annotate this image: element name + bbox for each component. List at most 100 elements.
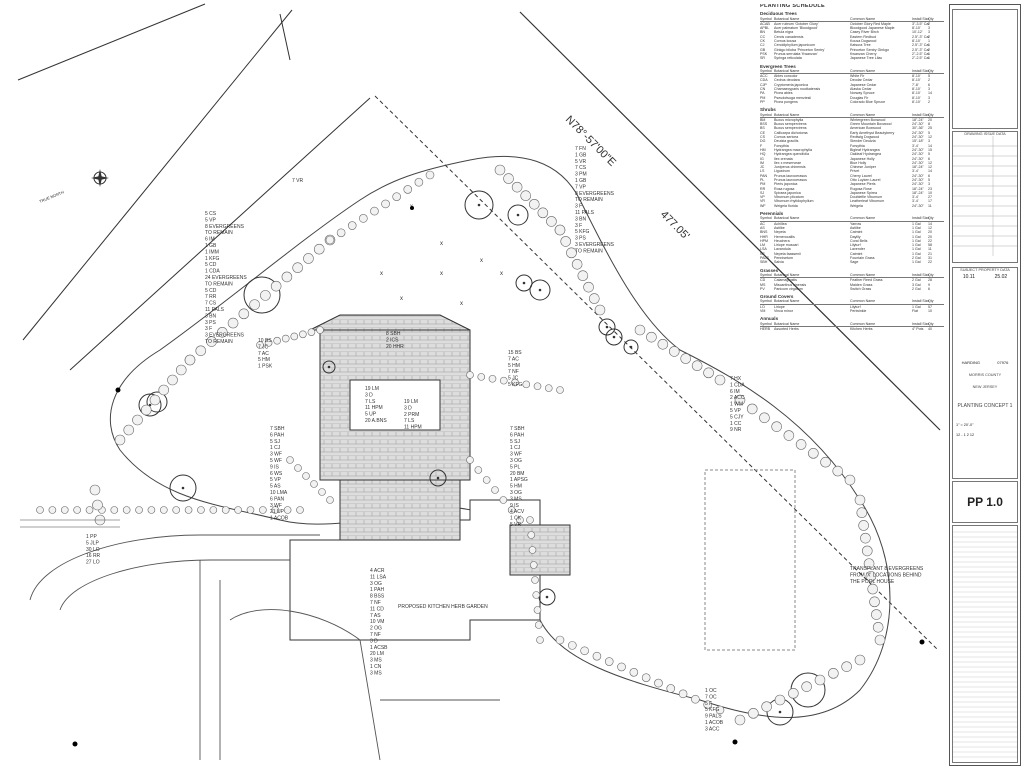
schedule-cell: 3'-4' bbox=[912, 195, 919, 200]
plant-callout: 1 APSG bbox=[510, 477, 528, 483]
plant-callout: 11 LSA bbox=[370, 574, 387, 580]
shrub-symbol bbox=[594, 304, 606, 316]
schedule-header-cell: Qty bbox=[928, 16, 934, 21]
schedule-cell: 14 bbox=[928, 169, 932, 174]
schedule-cell: Kousa Dogwood bbox=[850, 39, 877, 44]
plant-callout: 7 NF bbox=[370, 632, 381, 638]
schedule-cell: HQ bbox=[760, 152, 766, 157]
schedule-cell: PSK bbox=[760, 51, 768, 56]
plant-callout: 5 AS bbox=[270, 484, 281, 490]
schedule-section-title: Grasses bbox=[760, 267, 779, 273]
shrub-symbol bbox=[85, 506, 94, 514]
schedule-cell: Cornus sericea bbox=[774, 135, 799, 140]
sheet-number: PP 1.0 bbox=[967, 495, 1003, 509]
shrub-symbol bbox=[36, 506, 44, 514]
schedule-cell: 23 bbox=[928, 186, 932, 191]
schedule-cell: Cedrus deodara bbox=[774, 78, 800, 83]
schedule-cell: PL bbox=[760, 177, 765, 182]
schedule-cell: 5 bbox=[928, 130, 930, 135]
schedule-cell: Yarrow bbox=[850, 221, 862, 226]
schedule-cell: Acer palmatum 'Bloodgood' bbox=[774, 26, 818, 31]
plant-callout: 9 NR bbox=[730, 427, 742, 433]
shrub-symbol bbox=[617, 662, 626, 672]
schedule-header-cell: Botanical Name bbox=[774, 16, 800, 21]
schedule-cell: 12 bbox=[928, 165, 932, 170]
plant-callout: 1 CK bbox=[510, 516, 522, 522]
block-number: 10.11 bbox=[962, 274, 975, 280]
schedule-cell: 3'-4' bbox=[912, 169, 919, 174]
schedule-cell: Doublefile Viburnum bbox=[850, 195, 883, 200]
shrub-symbol bbox=[283, 506, 292, 514]
plant-callout: 2 ICS bbox=[386, 337, 399, 343]
schedule-header-cell: Symbol bbox=[760, 68, 772, 73]
schedule-cell: Wintergreen Boxwood bbox=[850, 117, 886, 122]
plant-callout: 6 IM bbox=[730, 389, 740, 395]
tree-symbol bbox=[138, 393, 162, 417]
schedule-cell: HERB bbox=[760, 326, 770, 331]
schedule-cell: Weigela bbox=[850, 203, 863, 208]
plant-callout: 5 VR bbox=[575, 159, 587, 165]
svg-text:x: x bbox=[440, 241, 443, 247]
schedule-cell: 11 bbox=[928, 203, 932, 208]
schedule-cell: Betula nigra bbox=[774, 30, 794, 35]
schedule-cell: 1 bbox=[928, 43, 930, 48]
schedule-cell: Daylily bbox=[850, 234, 861, 239]
plant-callout: 3 PS bbox=[205, 320, 217, 326]
schedule-cell: CJ bbox=[760, 43, 765, 48]
svg-text:x: x bbox=[480, 258, 483, 264]
plant-callout: 5 JC bbox=[508, 376, 519, 382]
plant-callout: 15 BS bbox=[508, 350, 522, 356]
schedule-cell: 10 bbox=[928, 190, 932, 195]
plant-callout: 4 ACR bbox=[370, 568, 385, 574]
shrub-symbol bbox=[466, 456, 474, 464]
schedule-cell: Pseudotsuga menziesii bbox=[774, 95, 811, 100]
shrub-symbol bbox=[520, 190, 532, 202]
plant-callout: 7 LS bbox=[404, 418, 415, 424]
schedule-cell: October Glory Red Maple bbox=[850, 21, 891, 26]
schedule-header-cell: Symbol bbox=[760, 272, 772, 277]
shrub-symbol bbox=[808, 448, 819, 459]
schedule-cell: Ginkgo biloba 'Princeton Sentry' bbox=[774, 47, 825, 52]
transplant-marks: xxx xxx xx bbox=[380, 204, 503, 307]
schedule-cell: Panicum virgatum bbox=[774, 286, 803, 291]
schedule-cell: Feather Reed Grass bbox=[850, 278, 883, 283]
shrub-symbol bbox=[668, 346, 680, 357]
plant-callout: 1 GB bbox=[575, 152, 587, 158]
shrub-symbol bbox=[370, 206, 379, 216]
plant-callout: 1 GB bbox=[575, 178, 587, 184]
schedule-cell: PM bbox=[760, 182, 766, 187]
tree-symbol bbox=[429, 469, 447, 487]
shrub-symbol bbox=[482, 476, 491, 484]
schedule-cell: 5 bbox=[928, 152, 930, 157]
plant-callout: 19 LM bbox=[404, 399, 418, 405]
shrub-symbol bbox=[734, 714, 746, 726]
plant-callout: 1 CC bbox=[730, 421, 742, 427]
notes-box bbox=[952, 525, 1018, 763]
plant-callout: 1 CDA bbox=[730, 382, 745, 388]
schedule-cell: 2.5"-3" Cal bbox=[912, 43, 930, 48]
schedule-cell: Japanese Tree Lilac bbox=[850, 56, 883, 61]
schedule-cell: 24"-30" bbox=[912, 182, 924, 187]
plant-callout: 1 PAH bbox=[370, 587, 384, 593]
schedule-cell: 8'-10' bbox=[912, 74, 921, 79]
plant-callout: 2 ACC bbox=[730, 395, 745, 401]
shrub-symbol bbox=[516, 516, 524, 524]
schedule-cell: 20 bbox=[928, 230, 932, 235]
tree-symbol bbox=[605, 328, 623, 346]
schedule-cell: 6 bbox=[928, 82, 930, 87]
schedule-cell: BSS bbox=[760, 122, 768, 127]
schedule-cell: Achillea bbox=[774, 221, 787, 226]
shrub-symbol bbox=[206, 336, 217, 347]
shrub-symbol bbox=[359, 214, 368, 223]
